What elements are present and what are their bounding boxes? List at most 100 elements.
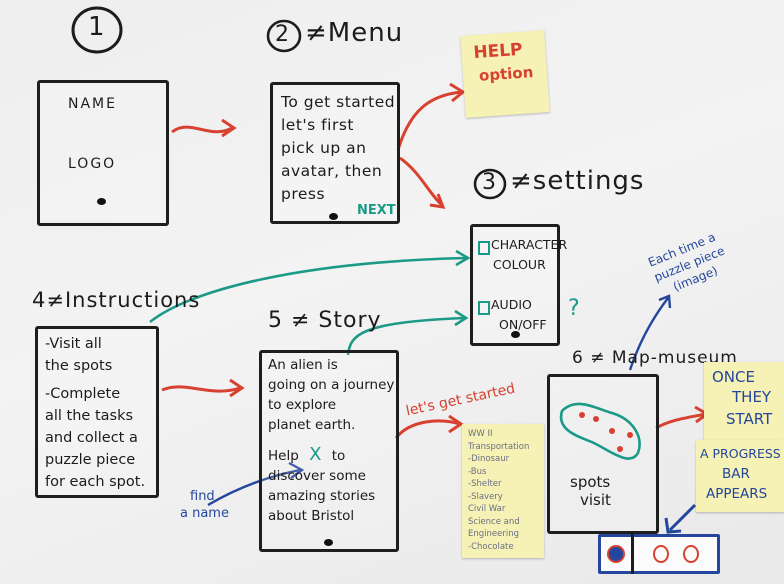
settings-option-colour: COLOUR (493, 257, 546, 272)
map-blob (559, 402, 641, 460)
screen-1-name: NAME (68, 96, 117, 112)
progress-bar (598, 534, 720, 574)
screen-5-line: amazing stories (268, 488, 376, 504)
help-note-line-1: HELP (472, 39, 524, 64)
topic-item: -Shelter (468, 479, 502, 489)
arrow-2-to-3-head (429, 193, 446, 209)
progress-divider (631, 534, 634, 574)
arrow-6-to-note (655, 412, 707, 430)
arrow-1-to-2 (171, 125, 233, 134)
topic-list: WW II Transportation -Dinosaur -Bus -She… (468, 428, 529, 553)
once-line-3: START (726, 410, 773, 428)
screen-2-line: avatar, then (281, 162, 383, 180)
spot-marker (627, 432, 633, 438)
screen-5-title: 5 ≠ Story (268, 308, 382, 333)
topic-item: Civil War (468, 504, 506, 514)
progress-line-2: BAR (722, 466, 750, 482)
screen-4-frame: -Visit all the spots -Complete all the t… (35, 326, 159, 498)
progress-line-1: A PROGRESS (700, 446, 781, 461)
screen-1-number: 1 (88, 12, 106, 42)
screen-5-frame: An alien is going on a journey to explor… (259, 350, 399, 552)
topic-item: Science and (468, 516, 520, 527)
arrow-5-to-3-head (454, 309, 469, 327)
alien-name-placeholder: X (309, 444, 322, 465)
screen-6-frame: spots visit (547, 374, 659, 534)
screen-3-button-dot (511, 331, 520, 338)
topic-list-note: WW II Transportation -Dinosaur -Bus -She… (462, 424, 544, 558)
find-name-note: find a name (180, 488, 229, 522)
arrow-progress (668, 503, 697, 532)
screen-5-line: going on a journey (268, 377, 395, 393)
screen-1-button-dot (97, 198, 106, 205)
help-note-line-2: option (478, 63, 534, 85)
topic-item: WW II (468, 429, 493, 439)
map-label-visit: visit (580, 491, 611, 509)
screen-2-title: ≠Menu (305, 18, 404, 48)
map-label-spots: spots (570, 473, 611, 491)
progress-step (653, 545, 669, 563)
arrow-5-to-list-head (448, 414, 464, 434)
screen-4-line: the spots (45, 358, 113, 374)
arrow-5-to-3 (346, 316, 465, 356)
screen-4-text: -Visit all the spots -Complete all the t… (45, 333, 145, 493)
find-name-line-2: a name (180, 506, 229, 521)
settings-option-audio: AUDIO (491, 297, 532, 312)
topic-item: -Slavery (468, 491, 503, 502)
once-they-start-note: ONCE THEY START (704, 362, 784, 442)
screen-2-line: pick up an (281, 139, 367, 157)
spot-marker (609, 428, 615, 434)
spot-marker (617, 446, 623, 452)
progress-bar-note: A PROGRESS BAR APPEARS (696, 440, 784, 512)
topic-item: -Chocolate (468, 541, 514, 552)
arrow-5-to-list (394, 419, 461, 439)
screen-5-text: An alien is going on a journey to explor… (268, 355, 394, 526)
topic-item: Engineering (468, 529, 519, 539)
arrow-progress-head (664, 517, 682, 534)
checkbox-icon[interactable] (478, 241, 490, 255)
screen-2-next-button[interactable]: NEXT (357, 203, 396, 218)
settings-option-onoff: ON/OFF (499, 317, 547, 332)
screen-5-line: to (331, 448, 346, 464)
arrow-find-name-head (288, 461, 305, 479)
screen-5-line: Help (268, 448, 299, 464)
screen-1-frame: NAME LOGO (37, 80, 169, 226)
arrow-find-name (207, 468, 301, 507)
arrow-2-to-help-head (449, 82, 466, 103)
settings-question-mark: ? (568, 296, 580, 321)
screen-4-line: puzzle piece (45, 452, 136, 468)
progress-line-3: APPEARS (706, 486, 768, 502)
checkbox-icon[interactable] (478, 301, 490, 315)
screen-2-line: press (281, 185, 326, 203)
once-line-2: THEY (732, 388, 772, 406)
screen-4-line: all the tasks (45, 408, 134, 424)
number-3-circle (473, 168, 507, 200)
once-line-1: ONCE (712, 368, 755, 386)
screen-2-button-dot (329, 213, 338, 220)
number-2-circle (266, 19, 302, 53)
screen-1-logo: LOGO (68, 156, 117, 172)
arrow-4-to-5-head (229, 378, 245, 398)
screen-2-text: To get started let's first pick up an av… (281, 91, 395, 206)
arrow-2-to-3 (399, 156, 444, 207)
screen-5-help-line: Help X to (268, 445, 394, 466)
arrow-4-to-3 (149, 256, 467, 324)
screen-2-line: let's first (281, 116, 354, 134)
topic-item: -Dinosaur (468, 454, 510, 464)
screen-5-line: to explore (268, 397, 337, 413)
arrow-2-to-help (396, 90, 463, 151)
screen-4-title: 4≠Instructions (32, 288, 201, 312)
arrow-1-to-2-head (221, 118, 237, 138)
screen-3-frame: CHARACTER COLOUR AUDIO ON/OFF (470, 224, 567, 346)
screen-2-line: To get started (281, 93, 396, 111)
screen-5-button-dot (324, 539, 333, 546)
settings-option-character: CHARACTER (491, 237, 568, 252)
help-option-note: HELP option (460, 30, 550, 118)
arrow-4-to-5 (161, 385, 241, 393)
screen-4-line: for each spot. (45, 474, 146, 490)
arrow-puzzle-note-head (658, 294, 672, 309)
arrow-4-to-3-head (455, 249, 471, 267)
screen-3-title: ≠settings (510, 166, 645, 196)
screen-4-line: -Complete (45, 386, 121, 402)
screen-3-number: 3 (482, 170, 497, 195)
